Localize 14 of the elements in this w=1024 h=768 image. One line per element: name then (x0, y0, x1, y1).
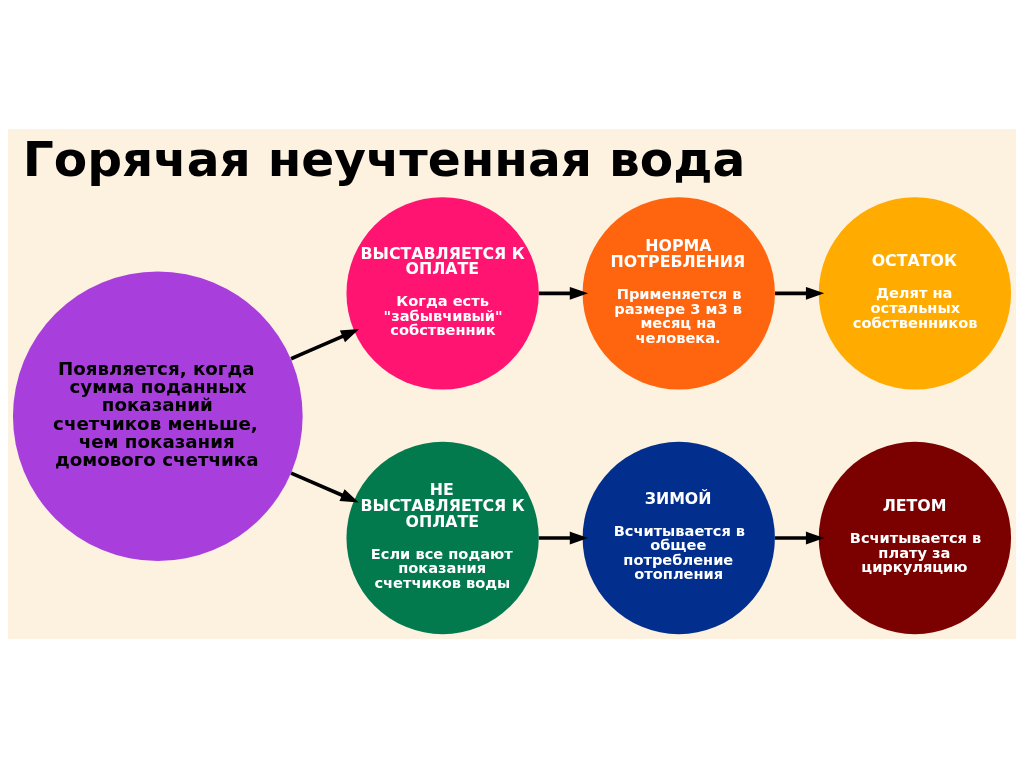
arrow (290, 329, 360, 361)
arrow (775, 531, 825, 545)
diagram-title: Горячая неучтенная вода (22, 131, 746, 188)
node-circle: ЗИМОЙ Всчитывается в общее потребление отопления (582, 441, 775, 635)
node-circle: НОРМА ПОТРЕБЛЕНИЯ Применяется в размере 3 м3 в месяц на человека. (582, 197, 775, 390)
arrow (538, 531, 589, 545)
arrow (538, 286, 589, 300)
arrow (290, 471, 359, 503)
node-circle: ВЫСТАВЛЯЕТСЯ К ОПЛАТЕ Когда есть "забывчивый" собственник (346, 197, 539, 390)
arrow (775, 286, 825, 300)
node-circle: Появляется, когда сумма поданных показаний счетчиков меньше, чем показания домового счетчика (12, 271, 303, 562)
node-circle: ОСТАТОК Делят на остальных собственников (818, 197, 1012, 390)
node-circle: ЛЕТОМ Всчитывается в плату за циркуляцию (818, 441, 1012, 635)
node-circle: НЕ ВЫСТАВЛЯЕТСЯ К ОПЛАТЕ Если все подают показания счетчиков воды (346, 441, 539, 635)
